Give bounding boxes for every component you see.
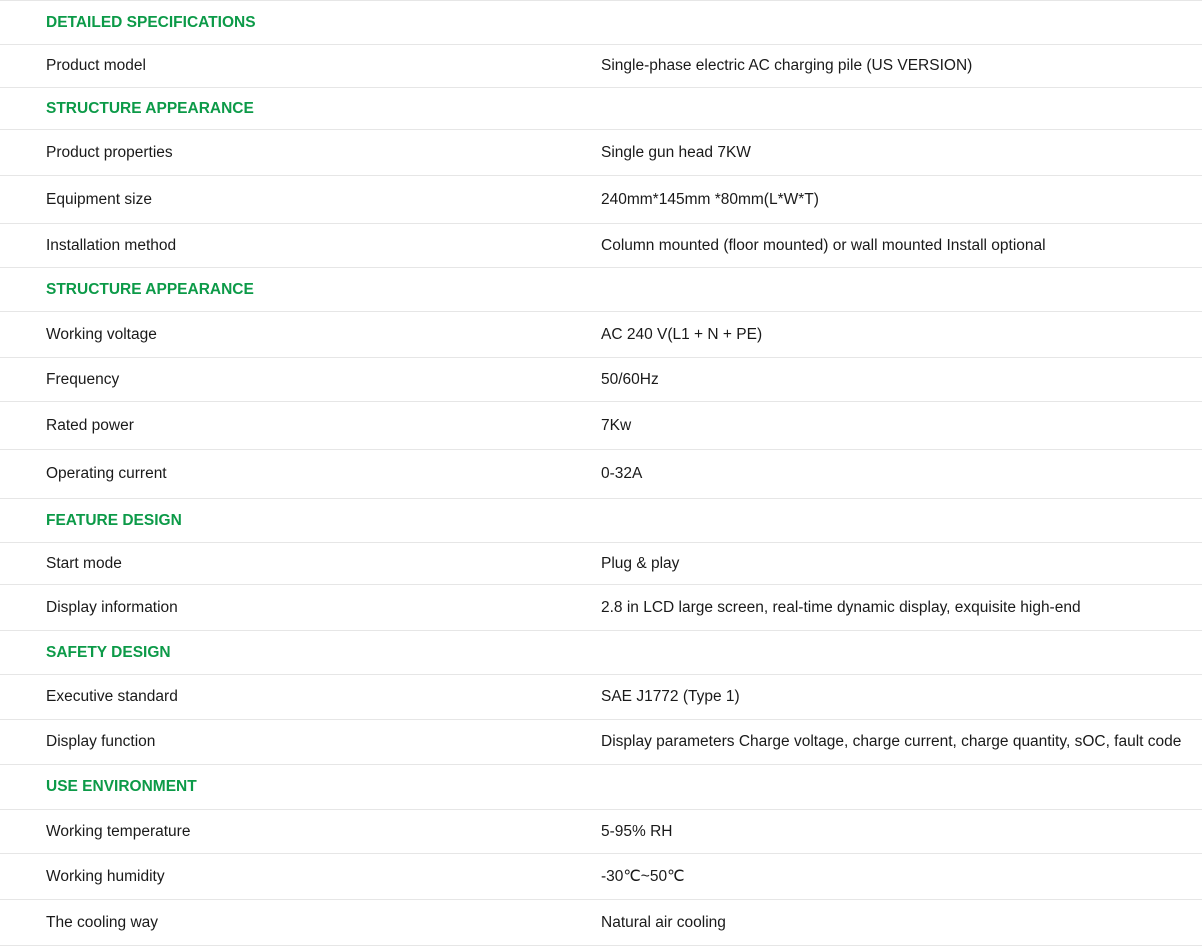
spec-label: Display information [46, 598, 178, 616]
spec-value: Column mounted (floor mounted) or wall m… [601, 236, 1046, 254]
spec-row: Rated power 7Kw [0, 401, 1202, 450]
spec-row: Equipment size 240mm*145mm *80mm(L*W*T) [0, 175, 1202, 224]
section-heading: FEATURE DESIGN [46, 511, 182, 529]
section-heading: STRUCTURE APPEARANCE [46, 99, 254, 117]
spec-value: 7Kw [601, 416, 632, 434]
section-heading-row: DETAILED SPECIFICATIONS [0, 0, 1202, 45]
spec-value: Natural air cooling [601, 913, 726, 931]
spec-value: Plug & play [601, 554, 680, 572]
spec-row: Operating current 0-32A [0, 449, 1202, 499]
spec-label: Frequency [46, 370, 120, 388]
spec-row: Product properties Single gun head 7KW [0, 129, 1202, 176]
section-heading: DETAILED SPECIFICATIONS [46, 13, 256, 31]
spec-label: Equipment size [46, 190, 152, 208]
spec-row: Frequency 50/60Hz [0, 357, 1202, 402]
spec-row: Executive standard SAE J1772 (Type 1) [0, 674, 1202, 720]
spec-value: Single-phase electric AC charging pile (… [601, 57, 973, 74]
spec-value: Display parameters Charge voltage, charg… [601, 733, 1182, 750]
spec-row: Start mode Plug & play [0, 542, 1202, 585]
spec-row: Display information 2.8 in LCD large scr… [0, 584, 1202, 631]
spec-row: Product model Single-phase electric AC c… [0, 44, 1202, 88]
spec-label: Working humidity [46, 867, 165, 885]
spec-label: Working voltage [46, 325, 157, 343]
spec-row: Working humidity -30℃~50℃ [0, 853, 1202, 900]
spec-row: The cooling way Natural air cooling [0, 899, 1202, 946]
spec-label: Product model [46, 57, 146, 74]
section-heading: SAFETY DESIGN [46, 643, 171, 661]
section-heading-row: STRUCTURE APPEARANCE [0, 267, 1202, 312]
spec-value: AC 240 V(L1 + N + PE) [601, 325, 763, 343]
spec-row: Working temperature 5-95% RH [0, 809, 1202, 854]
section-heading: STRUCTURE APPEARANCE [46, 280, 254, 298]
spec-value: 0-32A [601, 465, 643, 482]
spec-value: 5-95% RH [601, 822, 673, 840]
spec-label: Product properties [46, 143, 173, 161]
spec-label: Display function [46, 733, 156, 750]
section-heading-row: STRUCTURE APPEARANCE [0, 87, 1202, 130]
spec-label: Start mode [46, 554, 122, 572]
spec-label: Rated power [46, 416, 134, 434]
spec-value: 240mm*145mm *80mm(L*W*T) [601, 190, 819, 208]
section-heading: USE ENVIRONMENT [46, 778, 197, 795]
section-heading-row: USE ENVIRONMENT [0, 764, 1202, 810]
spec-value: SAE J1772 (Type 1) [601, 688, 740, 705]
section-heading-row: FEATURE DESIGN [0, 498, 1202, 543]
spec-row: Working voltage AC 240 V(L1 + N + PE) [0, 311, 1202, 358]
spec-row: Installation method Column mounted (floo… [0, 223, 1202, 268]
section-heading-row: SAFETY DESIGN [0, 630, 1202, 675]
spec-label: Operating current [46, 465, 167, 482]
spec-label: Executive standard [46, 688, 178, 705]
spec-row: Display function Display parameters Char… [0, 719, 1202, 765]
spec-value: -30℃~50℃ [601, 868, 685, 885]
spec-label: Working temperature [46, 822, 191, 840]
spec-label: Installation method [46, 236, 177, 254]
spec-value: 50/60Hz [601, 370, 659, 388]
spec-label: The cooling way [46, 913, 159, 931]
spec-value: 2.8 in LCD large screen, real-time dynam… [601, 598, 1081, 616]
spec-value: Single gun head 7KW [601, 143, 751, 161]
